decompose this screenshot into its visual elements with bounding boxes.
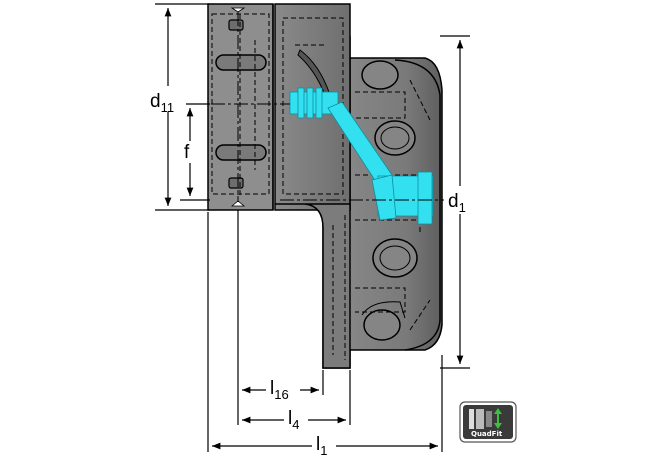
lower-stem [275,203,351,369]
svg-text:l1: l1 [316,434,327,458]
insert-pocket-bottom [363,309,401,341]
key-feature-bottom [228,177,244,189]
quadfit-badge: QuadFit [459,401,517,443]
svg-text:l16: l16 [270,378,289,402]
dimension-label-l16: l16 [266,375,300,402]
svg-text:d11: d11 [150,91,174,115]
dimension-label-d1: d1 [444,186,474,215]
dimension-lines [155,3,470,452]
flange-arrow-bottom [230,200,246,207]
key-feature-top [228,19,244,31]
flange-slot-bottom [215,144,267,161]
dimension-label-f: f [180,141,198,163]
dimension-label-l1: l1 [312,431,336,458]
svg-text:f: f [184,142,190,163]
tool-body [165,3,445,369]
svg-text:l4: l4 [288,408,299,432]
head-outer-contour [394,59,441,351]
dimension-label-l4: l4 [284,405,308,432]
dimension-label-d11: d11 [146,86,186,115]
flange-slot-top [215,54,267,71]
center-lines [165,12,445,202]
insert-pocket-top [361,60,399,90]
quadfit-icon [469,408,502,429]
coolant-channel [289,87,434,225]
svg-text:d1: d1 [448,191,466,215]
flange-arrow-top [230,7,246,13]
svg-text:QuadFit: QuadFit [471,430,503,438]
insert-pocket-middle [374,120,416,156]
insert-pocket-lower [372,238,418,278]
